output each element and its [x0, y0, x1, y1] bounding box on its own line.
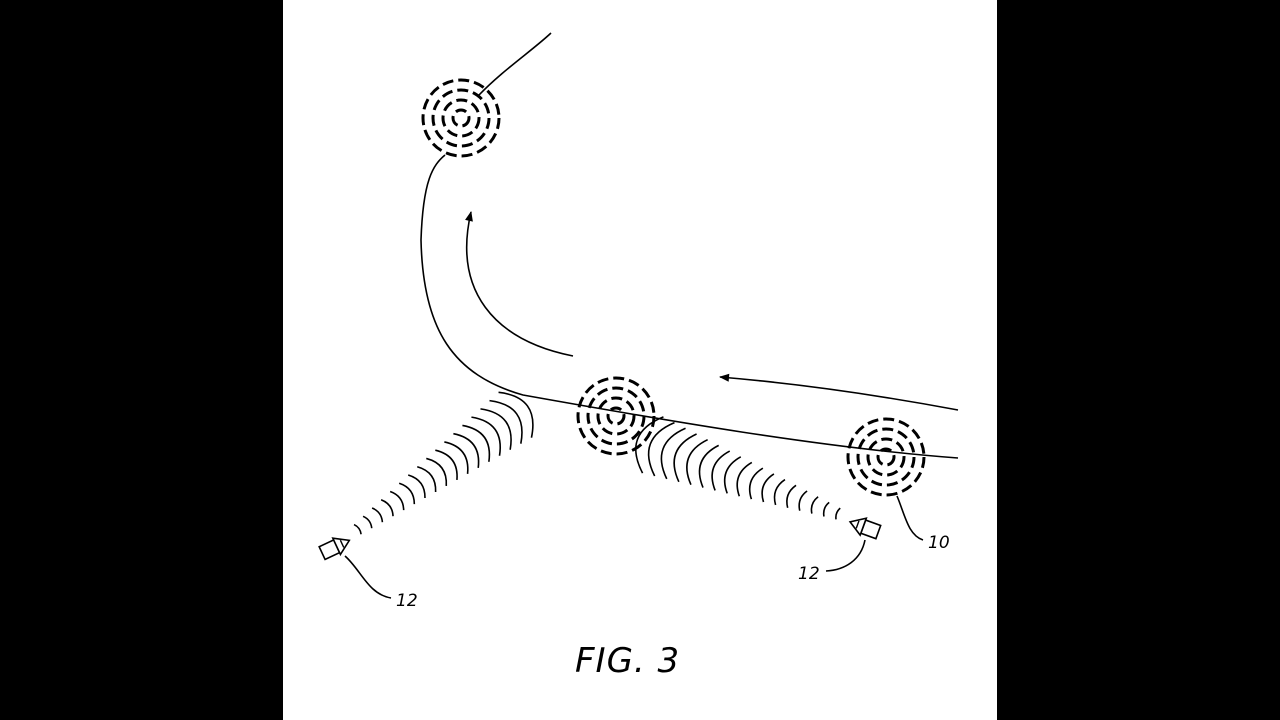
- figure-caption: FIG. 3: [575, 641, 680, 681]
- wave-arc: [647, 421, 675, 477]
- wave-arc: [371, 507, 384, 523]
- wave-arc: [773, 478, 786, 506]
- wave-arc: [471, 416, 502, 456]
- wave-arc: [417, 465, 437, 493]
- transmitter-left: [318, 537, 351, 561]
- leader-line-12-right: [825, 539, 866, 572]
- wave-arc: [480, 408, 512, 450]
- wave-arc: [748, 467, 764, 500]
- wave-arc: [389, 490, 405, 511]
- wave-arc: [723, 456, 742, 494]
- wave-arc: [453, 432, 480, 468]
- wave-arc: [835, 507, 841, 520]
- dashed-target-right: [846, 417, 926, 497]
- wave-arc: [353, 523, 362, 535]
- direction-arrow-right: [719, 373, 959, 411]
- signal-waves-right: [634, 416, 841, 520]
- wave-arc: [435, 449, 458, 480]
- patent-drawing-sheet: 10 12 12 FIG. 3: [283, 0, 997, 720]
- ref-numeral-12-left: 12: [396, 591, 418, 611]
- dashed-target-top: [421, 78, 501, 158]
- wave-arc: [686, 438, 708, 486]
- wave-arc: [810, 496, 819, 514]
- wave-arc: [798, 490, 808, 511]
- wave-arc: [380, 499, 394, 517]
- trajectory-curve: [420, 154, 959, 459]
- wave-arc: [462, 424, 491, 462]
- wave-arc: [489, 399, 523, 444]
- wave-arc: [362, 515, 373, 529]
- wave-arc: [673, 433, 697, 483]
- wave-arc: [498, 391, 534, 438]
- direction-arrow-curved: [465, 211, 574, 357]
- wave-arc: [736, 461, 753, 497]
- wave-arc: [786, 484, 797, 508]
- wave-arc: [426, 457, 448, 487]
- leader-line-12-left: [344, 555, 392, 599]
- leader-line-10: [896, 495, 924, 541]
- wave-arc: [444, 441, 469, 474]
- trajectory-curve-upper: [478, 32, 552, 96]
- wave-arc: [634, 416, 664, 474]
- wave-arc: [761, 473, 775, 503]
- dashed-target-middle: [576, 376, 656, 456]
- figure-3-diagram: 10 12 12 FIG. 3: [318, 32, 959, 681]
- wave-arc: [822, 501, 830, 517]
- wave-arc: [398, 482, 416, 505]
- transmitter-right: [848, 517, 882, 540]
- ref-numeral-10: 10: [928, 533, 950, 553]
- wave-arc: [407, 474, 426, 499]
- ref-numeral-12-right: 12: [798, 564, 820, 584]
- wave-arc: [711, 450, 731, 491]
- wave-arc: [660, 427, 686, 480]
- signal-waves-left: [353, 391, 534, 535]
- wave-arc: [698, 444, 720, 488]
